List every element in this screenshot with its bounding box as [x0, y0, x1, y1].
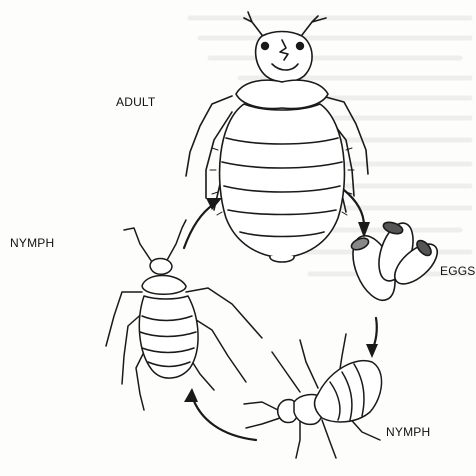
arrow-nymph-to-adult [184, 204, 214, 248]
label-nymph-left: NYMPH [10, 236, 54, 250]
label-adult: ADULT [116, 95, 155, 109]
label-eggs: EGGS [440, 264, 475, 278]
arrow-nymph-to-nymph [192, 396, 256, 440]
label-nymph-bottom: NYMPH [386, 425, 430, 439]
adult-bug [186, 12, 368, 262]
nymph-bottom-bug [244, 334, 382, 458]
